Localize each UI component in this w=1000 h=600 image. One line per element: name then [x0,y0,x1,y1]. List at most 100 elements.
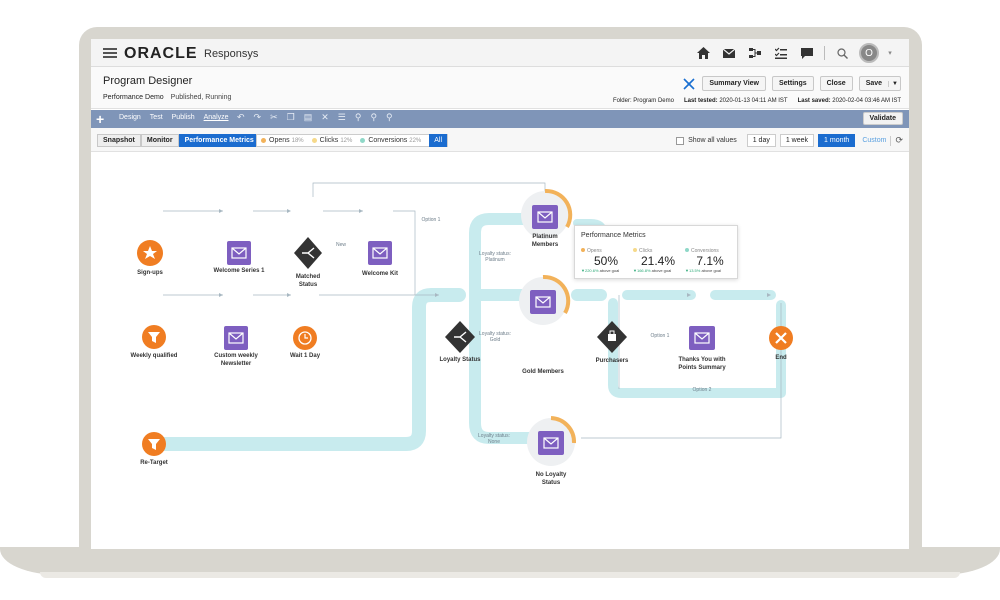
refresh-icon[interactable]: ⟳ [895,135,903,145]
end-label: End [775,355,787,361]
laptop-base [0,547,1000,575]
page-title: Program Designer [103,75,193,87]
opens-label: Opens [269,137,290,144]
zoom-fit-icon[interactable]: ⚲ [386,112,393,122]
mail-icon[interactable] [720,44,738,62]
close-button[interactable]: Close [819,76,853,91]
tab-publish[interactable]: Publish [171,114,195,121]
program-status: Published, Running [170,94,232,101]
save-button[interactable]: Save ▼ [858,76,901,91]
thanks-node[interactable] [689,326,715,350]
range-custom[interactable]: Custom [862,137,887,144]
welcome-series-node[interactable] [227,241,251,265]
align-icon[interactable]: ☰ [337,112,346,122]
welcome-kit-box [368,241,392,265]
search-icon[interactable] [833,44,851,62]
loyalty-status-node[interactable] [445,321,475,353]
arrow [687,293,691,297]
save-label: Save [865,80,883,87]
zoom-out-icon[interactable]: ⚲ [370,112,378,122]
chat-icon[interactable] [798,44,816,62]
range-1-week[interactable]: 1 week [779,134,815,147]
gold-node[interactable] [530,290,556,314]
tab-test[interactable]: Test [149,114,163,121]
flow-bands [154,213,786,451]
tab-monitor[interactable]: Monitor [140,134,179,147]
conversions-pct: 22% [409,138,422,144]
toolbar-tabs: Design Test Publish Analyze [119,114,229,121]
metric-opens: Opens 50% ▼220.6% above goal [581,248,631,273]
platinum-box [532,205,558,229]
clicks-up-arrow: ▼ [633,268,637,273]
metric-clicks: Clicks 21.4% ▼166.8% above goal [633,248,683,273]
separator [890,135,892,146]
custom-newsletter-node[interactable] [224,326,248,350]
bag-icon [608,334,616,341]
metric-conversions: Conversions 7.1% ▼13.5% above goal [685,248,735,273]
show-all-checkbox[interactable] [676,136,685,145]
conversions-dot [360,137,366,143]
view-bar: Snapshot Monitor Performance Metrics Ope… [91,128,909,152]
home-icon[interactable] [694,44,712,62]
redo-icon[interactable]: ↷ [253,112,262,122]
purchasers-label: Purchasers [595,358,629,364]
mail-icon [537,211,553,223]
user-avatar[interactable]: O [859,43,879,63]
metric-opens-label: Opens [587,248,602,254]
no-loyalty-node[interactable] [538,431,564,455]
paste-icon[interactable]: ▤ [303,112,313,122]
range-1-day[interactable]: 1 day [746,134,776,147]
checklist-icon[interactable] [772,44,790,62]
hamburger-menu-icon[interactable] [103,48,117,58]
save-dropdown-icon[interactable]: ▼ [888,80,898,87]
tab-performance-metrics[interactable]: Performance Metrics [178,134,260,147]
delete-icon[interactable]: ✕ [321,112,329,122]
range-1-month[interactable]: 1 month [818,134,856,147]
metric-opens-value: 50% [593,254,619,268]
copy-icon[interactable]: ❐ [286,112,295,122]
opens-dot [581,248,585,252]
opens-pct: 18% [291,138,304,144]
laptop-base-shadow [40,572,960,578]
arrow [767,293,771,297]
summary-view-button[interactable]: Summary View [702,76,766,91]
wait-node[interactable] [293,326,317,350]
settings-button[interactable]: Settings [772,76,814,91]
tab-snapshot[interactable]: Snapshot [97,134,141,147]
retarget-node[interactable] [142,432,166,456]
summary-view-icon[interactable] [682,77,696,91]
tab-design[interactable]: Design [119,114,141,121]
arrow [287,209,291,213]
matched-status-node[interactable] [294,237,322,269]
undo-icon[interactable]: ↶ [237,112,245,122]
platinum-node[interactable] [532,205,558,229]
last-saved-value: 2020-02-04 03:46 AM IST [832,98,901,104]
signups-node[interactable] [137,240,163,266]
mail-icon [535,296,551,308]
workflow-icon[interactable] [746,44,764,62]
add-icon[interactable]: + [96,111,105,127]
flow-diagram [137,182,793,466]
metric-clicks-header: Clicks [633,248,683,254]
conversions-label: Conversions [368,137,408,144]
gold-path-label: Loyalty status: Gold [479,331,511,343]
purchasers-node[interactable] [597,321,627,353]
welcome-kit-node[interactable] [368,241,392,265]
zoom-in-icon[interactable]: ⚲ [354,112,362,122]
metric-conversions-header: Conversions [685,248,735,254]
end-node[interactable] [769,326,793,350]
validate-button[interactable]: Validate [862,112,903,125]
metrics-title: Performance Metrics [581,232,646,239]
legend-all-button[interactable]: All [429,134,448,147]
cut-icon[interactable]: ✂ [270,112,278,122]
weekly-qualified-node[interactable] [142,325,166,349]
mail-icon [231,247,247,259]
opens-dot [261,137,266,143]
chevron-down-icon[interactable]: ▾ [888,50,892,57]
tab-analyze[interactable]: Analyze [203,114,229,121]
branch-icon [454,331,467,343]
option1-path-label: Option 1 [650,333,670,339]
